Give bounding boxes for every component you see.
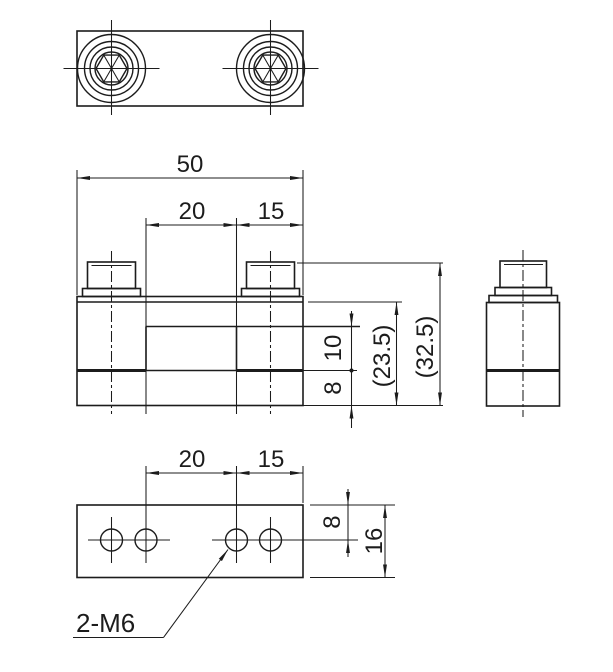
tapped-hole-m6 (224, 528, 249, 552)
dim-bottom-hole-pitch-label: 20 (179, 446, 206, 473)
dim-front-hole-pitch-label: 20 (179, 198, 206, 225)
dim-bottom-pitch: 20 15 (146, 446, 303, 475)
dim-front-edge-offset-label: 15 (258, 198, 285, 225)
dim-front-base-height-label: 8 (320, 381, 347, 394)
bolt-front-left (81, 251, 142, 414)
dim-front-pitch: 20 15 (146, 198, 303, 227)
top-view (63, 20, 319, 115)
thread-callout-label: 2-M6 (76, 608, 135, 638)
dim-overall-width: 50 (76, 151, 304, 295)
dimension-junction-dot (349, 368, 354, 373)
hex-socket-bolt-plan-left (63, 20, 160, 115)
front-body-outline (76, 295, 304, 407)
mounting-hole (99, 528, 124, 552)
bolt-front-right (240, 251, 301, 414)
dim-bottom-center-offset-label: 8 (319, 515, 346, 528)
front-view: 50 20 15 10 8 (23.5) (76, 151, 443, 428)
dim-bottom-edge-offset-label: 15 (258, 446, 285, 473)
dim-recess-depth-label: 10 (320, 335, 347, 362)
dim-body-height: (23.5) (369, 302, 399, 406)
dim-body-height-label: (23.5) (369, 325, 396, 388)
dim-recess-and-base: 10 8 (320, 311, 354, 428)
mounting-hole (134, 528, 158, 552)
leader-line (163, 549, 229, 638)
bottom-view: 20 15 8 16 2-M6 (73, 446, 395, 639)
bottom-body-outline (76, 504, 304, 579)
side-view (485, 250, 561, 417)
dim-overall-height: (32.5) (412, 263, 442, 406)
hex-socket-bolt-plan-right (222, 20, 319, 115)
dim-overall-depth: 16 (361, 505, 388, 578)
dim-overall-width-label: 50 (177, 151, 204, 178)
thread-callout: 2-M6 (73, 549, 229, 639)
tapped-hole-m6 (258, 528, 283, 552)
dim-overall-height-label: (32.5) (412, 316, 439, 379)
dim-bottom-center-offset: 8 (319, 489, 350, 557)
dim-overall-depth-label: 16 (361, 528, 388, 555)
